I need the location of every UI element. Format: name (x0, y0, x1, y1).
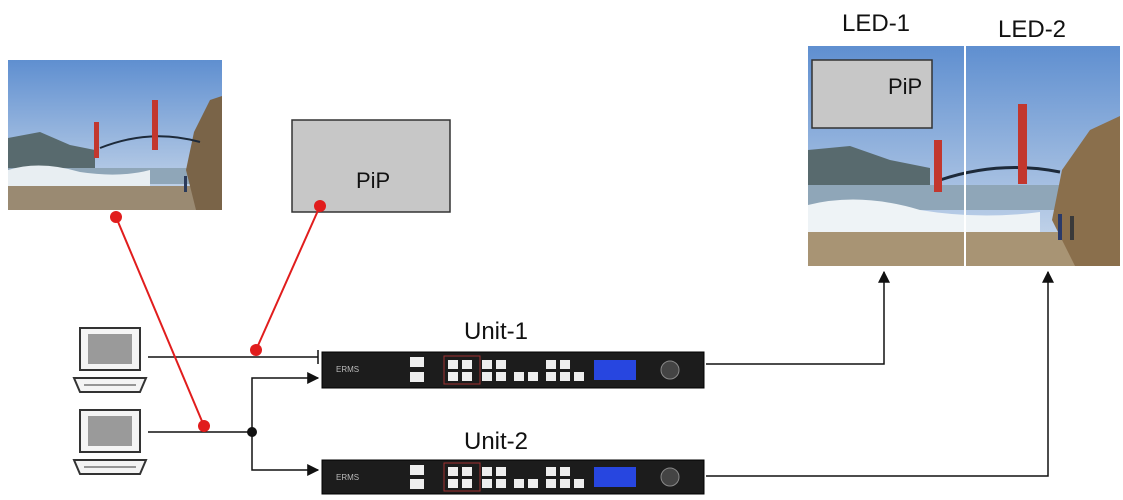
unit-1-label: Unit-1 (464, 318, 529, 345)
photo-to-pc2-red-line (115, 216, 205, 427)
pip-red-dot (314, 200, 326, 212)
split-junction-dot (247, 427, 257, 437)
photo-red-dot (110, 211, 122, 223)
source-photo (8, 60, 222, 210)
unit-1-brand: ERMS (336, 365, 359, 374)
unit-2-label: Unit-2 (464, 428, 529, 455)
led-2-label: LED-2 (998, 16, 1067, 43)
unit-2-brand: ERMS (336, 473, 359, 482)
unit2-to-led2-line (706, 270, 1054, 477)
pip-source-label: PiP (356, 168, 391, 193)
pip-overlay-label: PiP (888, 74, 923, 99)
unit-1-device (321, 351, 705, 389)
signal-mapping (110, 200, 326, 432)
unit-2-device (321, 459, 705, 495)
led-1-label: LED-1 (842, 10, 911, 37)
pip-overlay-box (811, 59, 933, 129)
split-to-unit2-line (251, 432, 320, 476)
pc1-red-dot (250, 344, 262, 356)
computer-icon-2 (72, 409, 148, 475)
pc2-red-dot (198, 420, 210, 432)
pip-to-pc1-red-line (255, 205, 321, 351)
video-connections (148, 270, 1054, 477)
pip-source-box (291, 119, 451, 213)
computer-icon-1 (72, 327, 148, 393)
split-to-unit1-line (251, 372, 320, 432)
unit1-to-led1-line (706, 270, 890, 365)
led-wall (808, 46, 1120, 266)
